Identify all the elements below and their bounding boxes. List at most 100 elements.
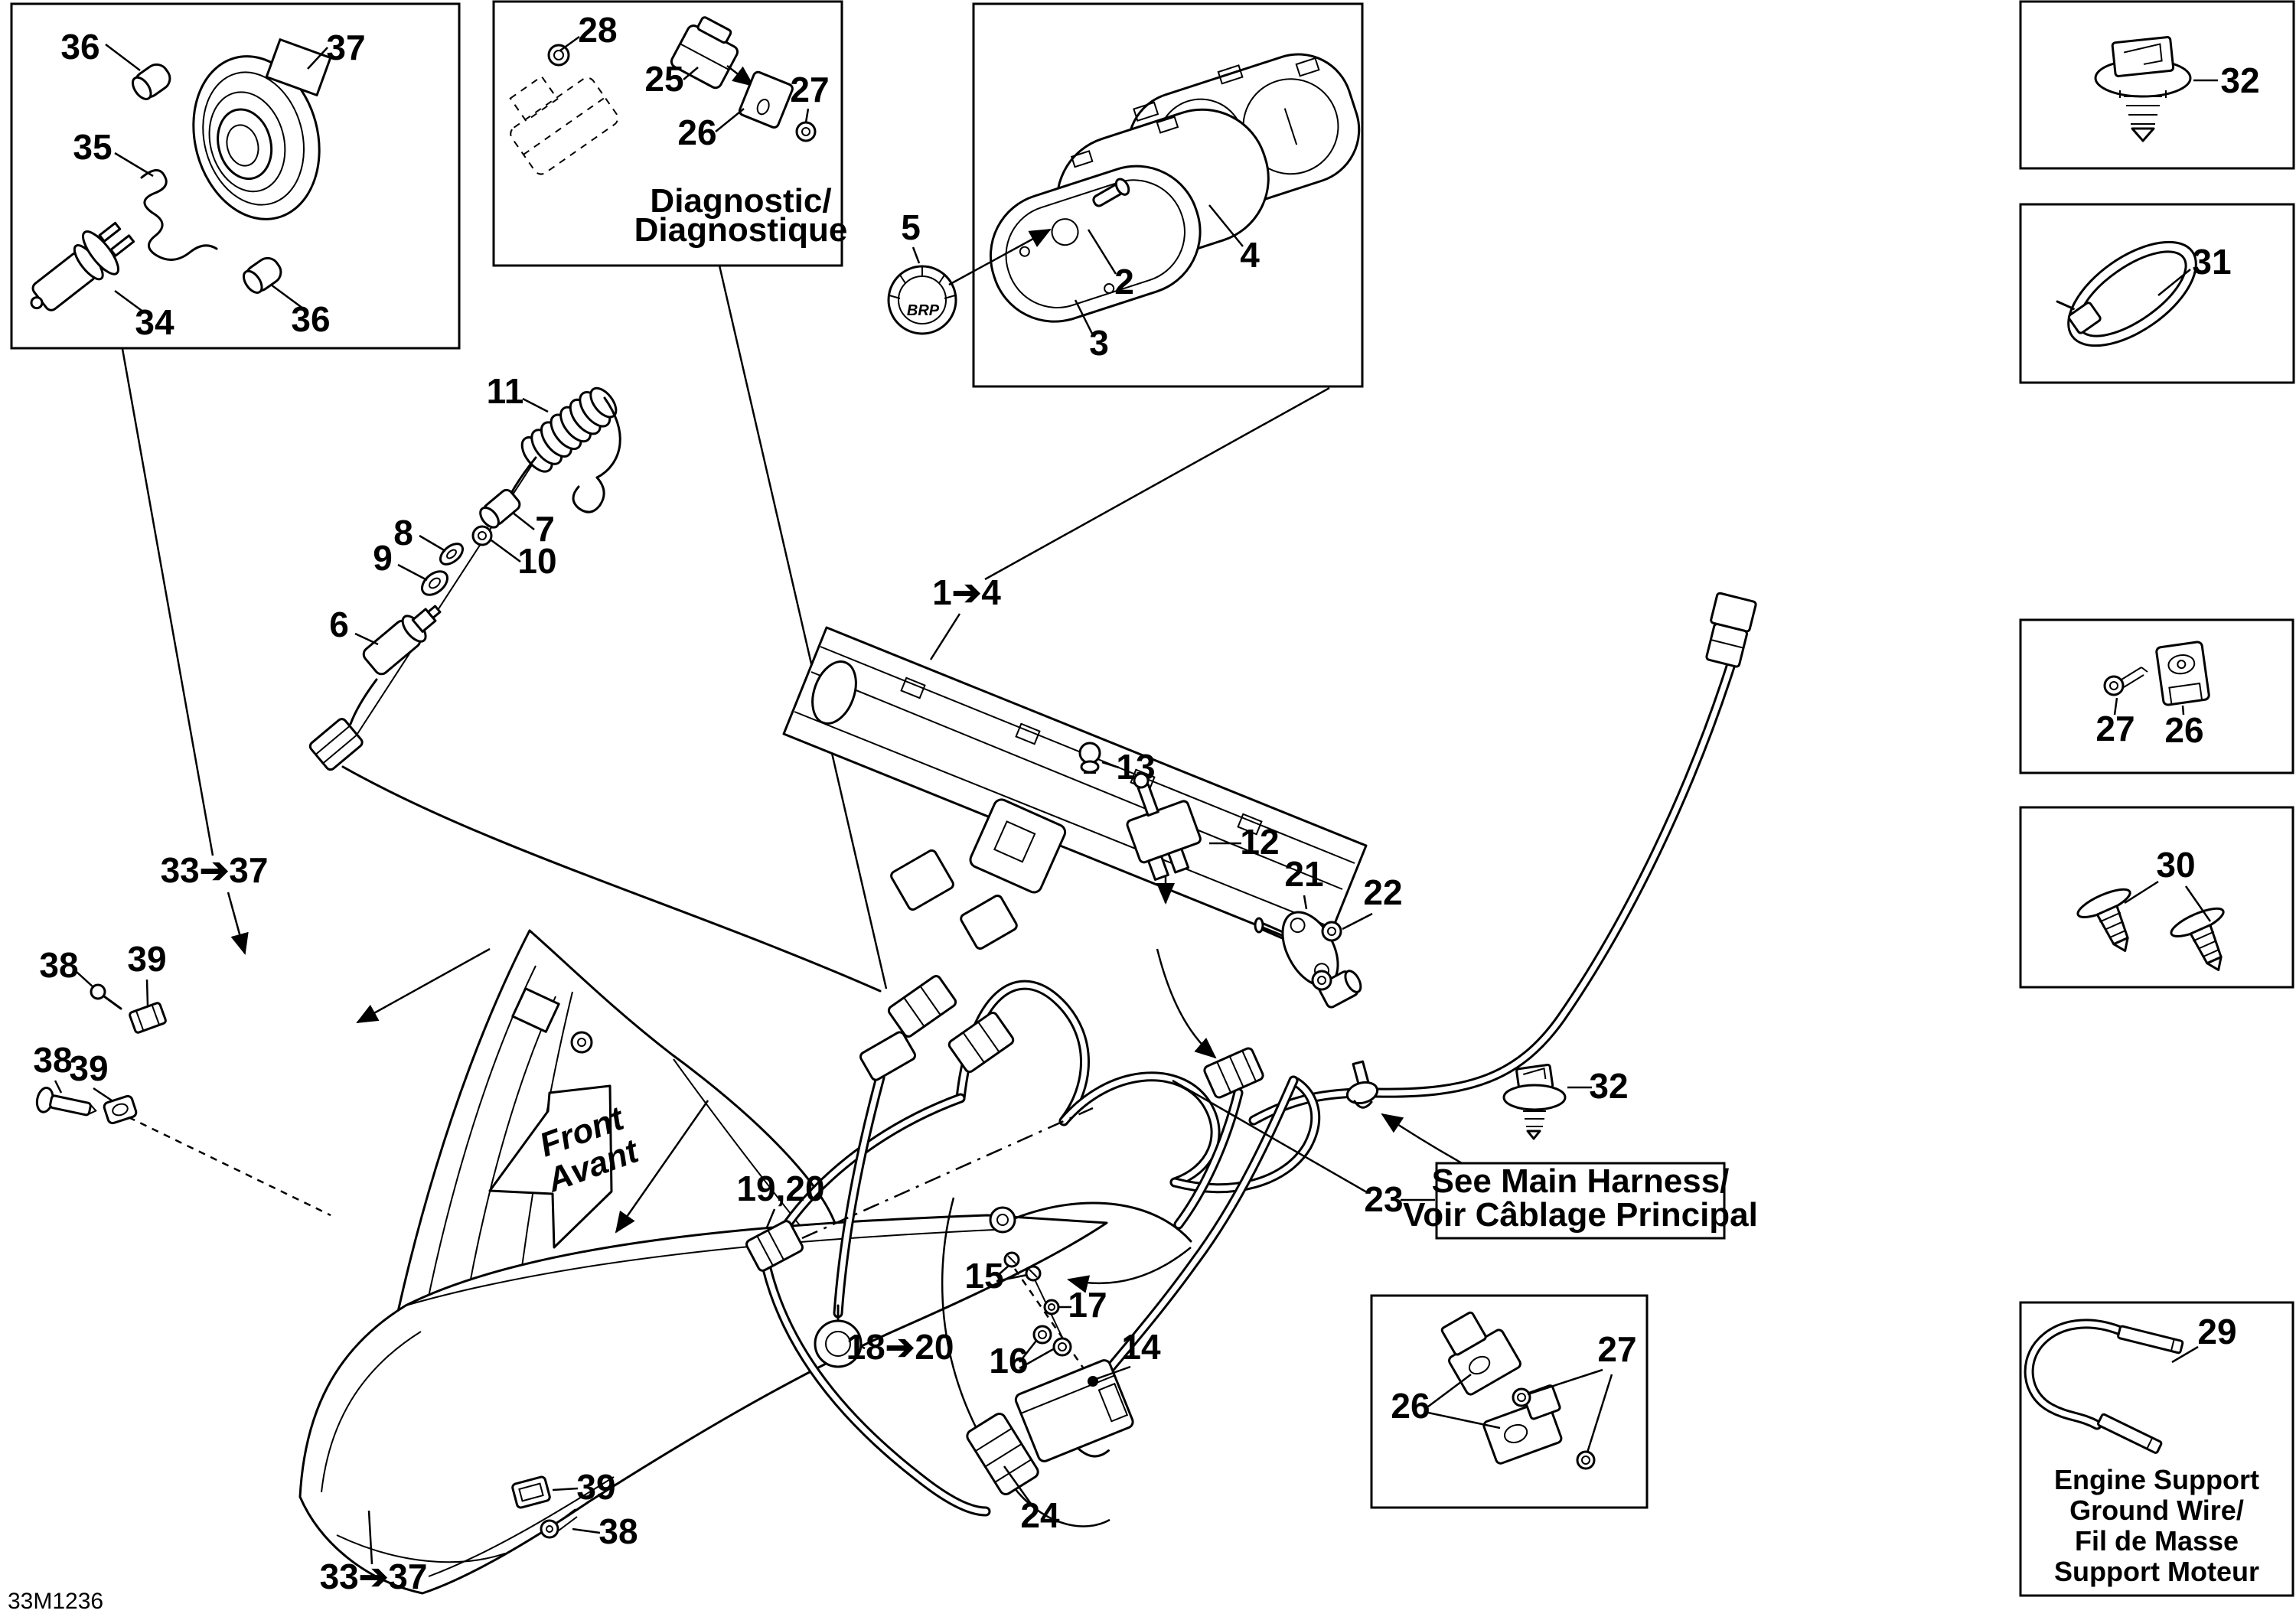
- washer-8-art: [439, 543, 465, 566]
- connector-cluster-1: [887, 975, 957, 1038]
- engine-support-line2: Ground Wire/: [2069, 1495, 2244, 1526]
- see-main-harness-box: See Main Harness/ Voir Câblage Principal: [1403, 1162, 1758, 1240]
- part-label-36b: 36: [291, 299, 330, 339]
- connector-24-art: [966, 1412, 1039, 1496]
- diagnostic-bracket-ghost: [509, 75, 619, 175]
- part-label-38c: 38: [598, 1511, 638, 1551]
- part-label-39b: 39: [69, 1048, 108, 1088]
- part-label-34: 34: [135, 302, 174, 342]
- leader-diagnostic-to-harness: [718, 265, 888, 989]
- strap-31-art: [2056, 240, 2197, 347]
- part-label-38a: 38: [39, 945, 78, 985]
- oring-22b: [1311, 970, 1332, 991]
- nut-17: [1043, 1299, 1060, 1315]
- detail-box-border: [2019, 618, 2294, 774]
- part-label-39a: 39: [127, 939, 166, 979]
- bracket-21-22: 21 22: [1254, 854, 1403, 1009]
- washer-9-art: [421, 570, 448, 596]
- part-label-28: 28: [578, 10, 617, 50]
- connector-below-12: [1203, 1047, 1264, 1099]
- part-label-5: 5: [901, 207, 921, 247]
- ground-wire-29-art: [2024, 1319, 2184, 1454]
- rivet-30a-art: [2076, 888, 2131, 952]
- box-strap-31: 31: [2019, 203, 2295, 384]
- nut-27-art: [795, 121, 817, 142]
- callout-box-border: [1435, 1162, 1726, 1240]
- part-label-8: 8: [393, 513, 413, 553]
- plug-32-art: [2094, 36, 2192, 142]
- part-label-1-4: 1➔4: [932, 572, 1001, 612]
- leader-gaugebox-to-1-4: [984, 386, 1330, 581]
- part-label-26c: 26: [2164, 710, 2203, 750]
- box-rivets-30: 30: [2019, 806, 2294, 989]
- part-label-7: 7: [535, 509, 555, 549]
- part-label-4: 4: [1240, 235, 1260, 275]
- arrow-25-to-26: [726, 65, 755, 87]
- gauge-support: 1➔4: [782, 572, 1368, 954]
- nut-10-art: [471, 525, 493, 546]
- headlight-lens: 39 38 33➔37: [298, 1214, 1108, 1596]
- box-clip-26-27: 27 26: [2019, 618, 2294, 774]
- engine-support-line3: Fil de Masse: [2075, 1525, 2239, 1557]
- box-diagnostic: 28 25 26 27 Diagnostic/ Diagnostique: [492, 0, 848, 267]
- part-label-11: 11: [487, 371, 524, 411]
- part-label-33-37a: 33➔37: [161, 850, 269, 890]
- detail-box-border: [1370, 1294, 1649, 1509]
- box-headlight-bulb: 36 37 35 34 36: [10, 2, 461, 350]
- connector-cluster-2: [947, 1011, 1015, 1074]
- rivet-30b-art: [2170, 907, 2225, 971]
- part-label-19-20: 19,20: [736, 1169, 824, 1208]
- part-label-24: 24: [1020, 1495, 1060, 1535]
- diagnostic-caption-line1: Diagnostic/: [650, 182, 831, 220]
- rivet-27a-art: [1512, 1387, 1531, 1407]
- part-label-26: 26: [677, 112, 716, 152]
- diagnostic-caption-line2: Diagnostique: [634, 211, 848, 249]
- part-label-10: 10: [517, 541, 556, 581]
- sensor-18-20: [814, 1304, 863, 1368]
- part-label-27c: 27: [2095, 709, 2135, 748]
- box-gauge-cluster: 2 3 4: [972, 2, 1364, 388]
- part-label-3: 3: [1089, 323, 1109, 363]
- part-label-31: 31: [2192, 242, 2231, 282]
- see-main-harness-line1: See Main Harness/: [1432, 1162, 1730, 1200]
- trim-ring-art: [192, 38, 332, 220]
- part-label-18-20: 18➔20: [846, 1327, 954, 1367]
- relay-14-art: [1014, 1359, 1134, 1462]
- clip-plate-b: [1482, 1384, 1563, 1465]
- coil-11-art: [507, 386, 621, 513]
- switch-6-art: [362, 605, 442, 676]
- part-label-12: 12: [1240, 822, 1279, 862]
- oring-22a: [1321, 921, 1342, 942]
- bracket-26-art: [738, 70, 794, 129]
- switch-wire: [349, 678, 378, 725]
- part-label-6: 6: [329, 605, 349, 644]
- part-label-27: 27: [790, 70, 829, 109]
- bolt-axis: [1013, 1268, 1091, 1378]
- connector-top-right: [1705, 592, 1757, 668]
- part-label-17: 17: [1068, 1285, 1107, 1325]
- tether-assembly: 11 7 8 9 10 6: [308, 371, 621, 771]
- nut-28-art: [547, 44, 570, 67]
- connector-cluster-3: [859, 1031, 917, 1081]
- part-label-21: 21: [1284, 854, 1323, 894]
- plug-32a-art: [1502, 1063, 1567, 1140]
- harness: 32 19,20 18➔20 23: [736, 592, 1757, 1517]
- part-label-25: 25: [644, 59, 683, 99]
- sleeve-36a-art: [131, 63, 171, 100]
- axis-19-20: [801, 1107, 1094, 1240]
- leader-box1-to-headlight: [121, 348, 214, 856]
- switch-connector-art: [308, 718, 364, 771]
- box-ground-wire-29: 29 Engine Support Ground Wire/ Fil de Ma…: [2019, 1301, 2294, 1597]
- part-label-16: 16: [989, 1341, 1028, 1381]
- part-label-37: 37: [326, 28, 365, 67]
- relay-module-group: 15 17 16 14 24: [941, 1197, 1161, 1535]
- emblem-5: BRP 5: [887, 207, 1052, 335]
- gauge-bezel-3: [989, 165, 1202, 323]
- bulb-34-art: [30, 221, 135, 311]
- part-label-32a: 32: [1589, 1066, 1628, 1106]
- switch-12: 12: [1126, 772, 1280, 1059]
- part-label-39c: 39: [576, 1467, 615, 1507]
- spring-clip-35-art: [140, 169, 218, 261]
- cap-7-art: [479, 488, 521, 529]
